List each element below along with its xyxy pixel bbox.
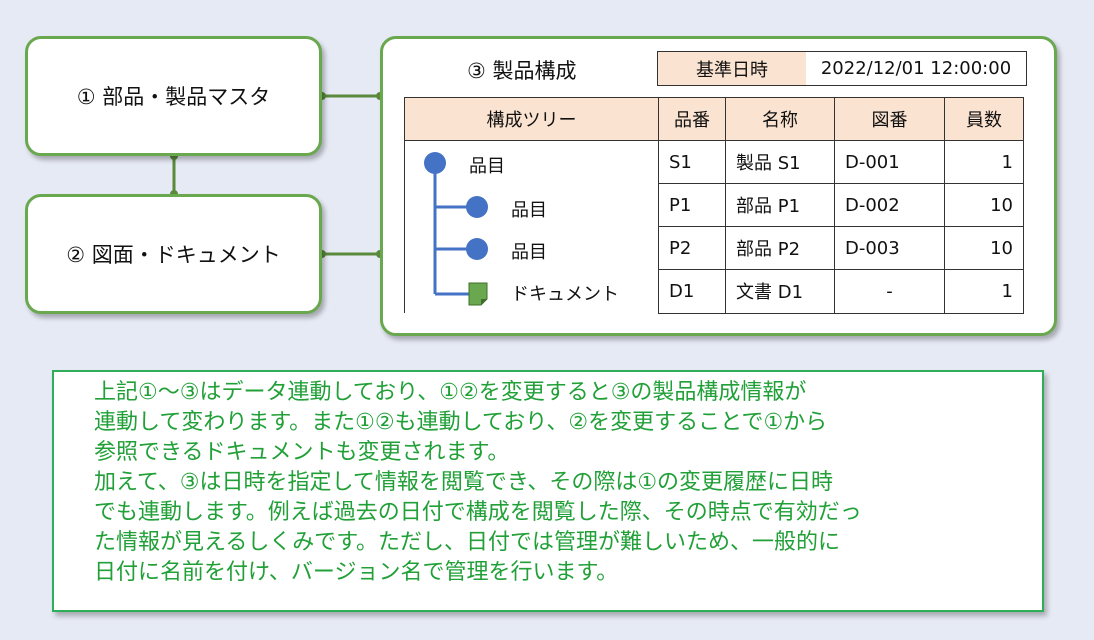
tree-label-d1: ドキュメント: [511, 284, 619, 305]
table-header-row: 構成ツリー 品番 名称 図番 員数: [404, 97, 1024, 141]
note-line: 日付に名前を付け、バージョン名で管理を行います。: [94, 560, 619, 585]
cell-name: 部品 P2: [725, 226, 835, 271]
tree-label-p1: 品目: [511, 200, 547, 221]
bom-node[interactable]: ③ 製品構成 基準日時 2022/12/01 12:00:00 構成ツリー 品番…: [380, 36, 1057, 336]
cell-part-no: P2: [658, 226, 726, 271]
cell-name: 製品 S1: [725, 139, 835, 185]
cell-qty: 1: [944, 269, 1024, 314]
note-line: 加えて、③は日時を指定して情報を閲覧でき、その際は①の変更履歴に日時: [94, 470, 834, 495]
tree-cell: 品目 品目 品目 ドキュメント: [404, 140, 659, 313]
cell-drawing-no: D-002: [834, 183, 945, 228]
cell-part-no: D1: [658, 269, 726, 314]
item-dot-icon: [424, 152, 446, 174]
cell-qty: 10: [944, 226, 1024, 271]
header-part-no: 品番: [658, 97, 726, 141]
cell-drawing-no: -: [834, 269, 945, 314]
note-line: 上記①～③はデータ連動しており、①②を変更すると③の製品構成情報が: [94, 380, 807, 405]
datetime-label: 基準日時: [657, 51, 807, 86]
note-line: た情報が見えるしくみです。ただし、日付では管理が難しいため、一般的に: [94, 530, 841, 555]
table-row[interactable]: 品目 品目 品目 ドキュメント S1 製品 S1 D-001 1: [404, 139, 1024, 313]
cell-drawing-no: D-001: [834, 139, 945, 185]
cell-drawing-no: D-003: [834, 226, 945, 271]
header-qty: 員数: [944, 97, 1024, 141]
cell-name: 文書 D1: [725, 269, 835, 314]
tree-label-s1: 品目: [469, 156, 505, 177]
bom-table: 構成ツリー 品番 名称 図番 員数 品目 品目: [404, 97, 1024, 314]
cell-qty: 1: [944, 139, 1024, 185]
cell-name: 部品 P1: [725, 183, 835, 228]
drawing-document-node[interactable]: ② 図面・ドキュメント: [25, 194, 322, 314]
document-icon: [468, 282, 488, 306]
note-line: でも連動します。例えば過去の日付で構成を閲覧した際、その時点で有効だっ: [94, 500, 862, 525]
item-dot-icon: [466, 238, 488, 260]
header-tree: 構成ツリー: [404, 97, 659, 141]
bom-title: ③ 製品構成: [467, 59, 577, 83]
header-name: 名称: [725, 97, 835, 141]
explanation-note: 上記①～③はデータ連動しており、①②を変更すると③の製品構成情報が 連動して変わ…: [52, 370, 1044, 612]
table-row[interactable]: D1 文書 D1 - 1: [405, 269, 1024, 314]
item-dot-icon: [466, 196, 488, 218]
note-line: 参照できるドキュメントも変更されます。: [94, 440, 510, 465]
tree-label-p2: 品目: [511, 242, 547, 263]
parts-master-node[interactable]: ① 部品・製品マスタ: [25, 36, 322, 156]
cell-part-no: P1: [658, 183, 726, 228]
datetime-value[interactable]: 2022/12/01 12:00:00: [806, 51, 1027, 86]
cell-part-no: S1: [658, 139, 726, 185]
cell-qty: 10: [944, 183, 1024, 228]
drawing-document-label: ② 図面・ドキュメント: [66, 243, 281, 267]
parts-master-label: ① 部品・製品マスタ: [76, 85, 271, 109]
note-line: 連動して変わります。また①②も連動しており、②を変更することで①から: [94, 410, 828, 435]
header-drawing-no: 図番: [834, 97, 945, 141]
table-row[interactable]: P2 部品 P2 D-003 10: [405, 226, 1024, 271]
